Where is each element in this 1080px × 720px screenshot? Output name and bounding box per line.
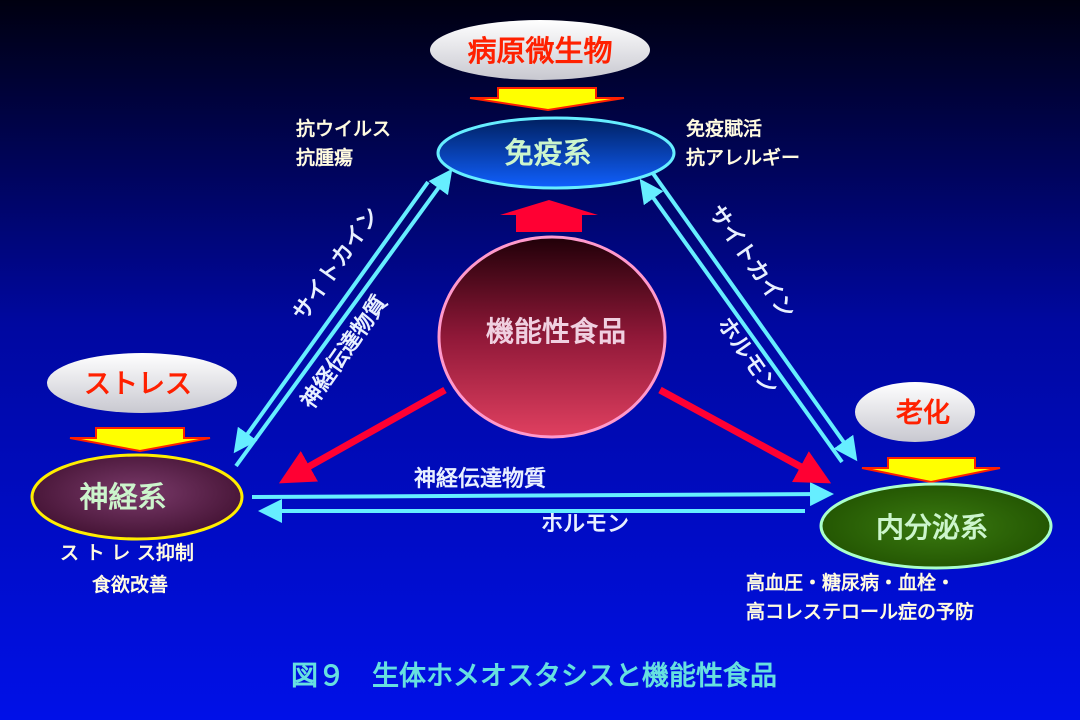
arrow-nerve-to-immune (234, 168, 453, 468)
arrow-food-to-immune (500, 200, 598, 232)
effect-appetite-improvement: 食欲改善 (92, 573, 168, 596)
effect-immunostimulation: 免疫賦活 (686, 117, 762, 140)
stress-ellipse (47, 353, 237, 413)
red-arrows (278, 386, 832, 484)
arrow-endocrine-to-immune (639, 178, 844, 464)
pathogen-label: 病原微生物 (467, 34, 612, 68)
aging-ellipse (855, 382, 975, 442)
stress-label: ストレス (84, 369, 192, 400)
aging-label: 老化 (896, 398, 950, 429)
immune-ellipse (436, 116, 676, 190)
arrow-immune-to-nerve (233, 180, 430, 454)
arrow-food-to-nerve (278, 386, 447, 484)
immune-label: 免疫系 (504, 136, 591, 170)
nerve-label: 神経系 (79, 480, 166, 514)
arrow-nerve-to-endocrine (251, 482, 834, 507)
effect-hypertension-diabetes: 高血圧・糖尿病・血栓・ (746, 571, 955, 594)
endocrine-ellipse (819, 482, 1053, 570)
pathogen-ellipse (430, 20, 650, 80)
label-neurotransmitter-bottom: 神経伝達物質 (414, 466, 546, 492)
cyan-arrows (233, 168, 858, 523)
label-hormone-bottom: ホルモン (541, 512, 629, 537)
effect-cholesterol-prevention: 高コレステロール症の予防 (746, 600, 974, 623)
arrow-aging-to-endocrine (861, 457, 1001, 484)
effect-antitumor: 抗腫瘍 (296, 146, 353, 169)
effect-stress-suppression: ス ト レ ス抑制 (60, 541, 194, 564)
arrow-stress-to-nerve (69, 427, 211, 453)
effect-antiviral: 抗ウイルス (296, 117, 391, 140)
nerve-ellipse (30, 453, 244, 541)
endocrine-label: 内分泌系 (876, 511, 988, 544)
effect-antiallergy: 抗アレルギー (686, 146, 800, 169)
functional-food-circle (437, 235, 667, 439)
arrow-food-to-endocrine (658, 386, 832, 484)
arrow-pathogen-to-immune (469, 87, 625, 112)
arrow-immune-to-endocrine (650, 170, 858, 462)
functional-food-label: 機能性食品 (486, 315, 626, 348)
figure-caption: 図９ 生体ホメオスタシスと機能性食品 (291, 660, 777, 692)
